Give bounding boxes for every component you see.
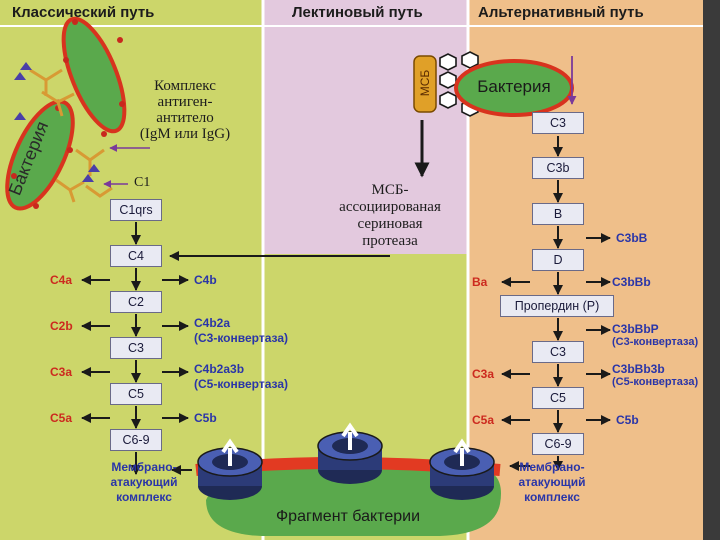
box-d: D bbox=[532, 249, 584, 271]
right-edge-shadow bbox=[703, 0, 720, 540]
box-c5-alt: C5 bbox=[532, 387, 584, 409]
alt-side-arrows bbox=[501, 233, 611, 471]
label-c3bbb3b: C3bBb3b bbox=[612, 362, 665, 376]
mac-classic-line-3: комплекс bbox=[116, 490, 172, 504]
box-properdin: Пропердин (P) bbox=[500, 295, 614, 317]
complex-label: Комплекс антиген- антитело (IgM или IgG) bbox=[120, 78, 250, 142]
lectin-bacteria-label: Бактерия bbox=[477, 77, 551, 96]
label-c3bbbp: C3bBbP bbox=[612, 322, 659, 336]
mac-alt-line-3: комплекс bbox=[524, 490, 580, 504]
mac-label-alt: Мембрано- атакующий комплекс bbox=[500, 460, 604, 505]
mac-pore-2 bbox=[317, 422, 383, 484]
label-c5b-alt: C5b bbox=[616, 413, 639, 427]
protease-line-1: МСБ- bbox=[371, 182, 409, 198]
box-c3-alt-top: C3 bbox=[532, 112, 584, 134]
box-c6-9-classic: C6-9 bbox=[110, 429, 162, 451]
mac-classic-line-2: атакующий bbox=[110, 475, 178, 489]
classic-side-arrows bbox=[81, 275, 192, 475]
label-c5-convertase-classic: (C5-конвертаза) bbox=[194, 377, 288, 391]
header-classic: Классический путь bbox=[12, 4, 155, 21]
antibody-icons bbox=[29, 68, 113, 203]
classic-bacteria-top bbox=[61, 16, 127, 137]
c1-molecule-icons bbox=[14, 62, 100, 182]
header-alternative: Альтернативный путь bbox=[478, 4, 644, 21]
box-c2: C2 bbox=[110, 291, 162, 313]
label-c3bbb: C3bBb bbox=[612, 275, 651, 289]
label-c2b: C2b bbox=[50, 319, 73, 333]
protease-line-2: ассоциированая bbox=[339, 199, 441, 215]
lectin-panel bbox=[263, 0, 468, 254]
label-c3bb: C3bB bbox=[616, 231, 648, 245]
c1-label: C1 bbox=[134, 175, 151, 190]
complex-line-3: антитело bbox=[156, 110, 214, 126]
box-c3-classic: C3 bbox=[110, 337, 162, 359]
box-c1qrs: C1qrs bbox=[110, 199, 162, 221]
protease-line-4: протеаза bbox=[362, 233, 418, 249]
label-ba: Ba bbox=[472, 275, 488, 289]
label-c4b2a: C4b2a bbox=[194, 316, 231, 330]
mac-classic-line-1: Мембрано- bbox=[111, 460, 177, 474]
complex-line-2: антиген- bbox=[157, 94, 213, 110]
header-lectin: Лектиновый путь bbox=[292, 4, 423, 21]
box-c5-classic: C5 bbox=[110, 383, 162, 405]
label-c5b-classic: C5b bbox=[194, 411, 217, 425]
label-c4a: C4a bbox=[50, 273, 73, 287]
label-c3-convertase-classic: (C3-конвертаза) bbox=[194, 331, 288, 345]
box-c6-9-alt: C6-9 bbox=[532, 433, 584, 455]
label-c5a-classic: C5a bbox=[50, 411, 73, 425]
fragment-label: Фрагмент бактерии bbox=[276, 508, 420, 525]
label-c3a-classic: C3a bbox=[50, 365, 73, 379]
label-c3a-alt: C3a bbox=[472, 367, 495, 381]
complex-line-4: (IgM или IgG) bbox=[139, 126, 231, 142]
box-c4: C4 bbox=[110, 245, 162, 267]
protease-label: МСБ- ассоциированая сериновая протеаза bbox=[300, 182, 480, 250]
mac-alt-line-1: Мембрано- bbox=[519, 460, 585, 474]
mac-pore-1 bbox=[197, 438, 263, 500]
box-b: B bbox=[532, 203, 584, 225]
mbl-label: МСБ bbox=[418, 69, 432, 97]
label-c4b2a3b: C4b2a3b bbox=[194, 362, 245, 376]
box-c3b: C3b bbox=[532, 157, 584, 179]
label-c5-convertase-alt: (C5-конвертаза) bbox=[612, 376, 699, 388]
label-c3-convertase-alt: (C3-конвертаза) bbox=[612, 336, 699, 348]
protease-line-3: сериновая bbox=[357, 216, 423, 232]
bacteria-fragment bbox=[206, 468, 501, 536]
mac-alt-line-2: атакующий bbox=[518, 475, 586, 489]
label-c5a-alt: C5a bbox=[472, 413, 495, 427]
complex-line-1: Комплекс bbox=[154, 78, 216, 94]
mac-label-classic: Мембрано- атакующий комплекс bbox=[92, 460, 196, 505]
label-c4b: C4b bbox=[194, 273, 217, 287]
mac-pore-3 bbox=[429, 438, 495, 500]
box-c3-alt: C3 bbox=[532, 341, 584, 363]
